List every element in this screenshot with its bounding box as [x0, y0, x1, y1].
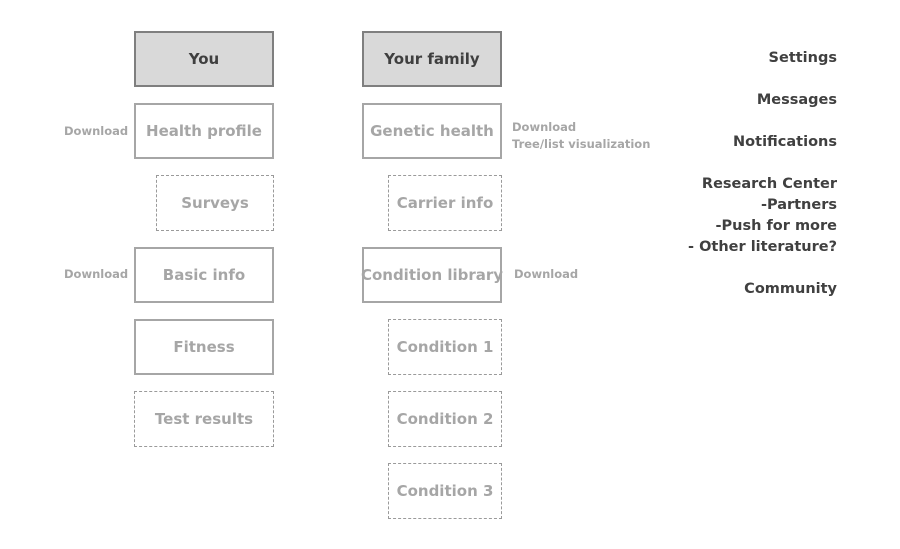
nav-research-partners[interactable]: -Partners	[760, 197, 837, 213]
carrier-info-box[interactable]: Carrier info	[388, 175, 502, 231]
nav-research-center-group: Research Center -Partners -Push for more…	[688, 174, 837, 258]
nav-messages[interactable]: Messages	[756, 92, 837, 108]
surveys-box[interactable]: Surveys	[156, 175, 274, 231]
basic-info-box[interactable]: Basic info	[134, 247, 274, 303]
genetic-health-download-link[interactable]: Download	[512, 120, 577, 134]
nav-research-push[interactable]: -Push for more	[715, 218, 838, 234]
you-header[interactable]: You	[134, 31, 274, 87]
health-profile-box[interactable]: Health profile	[134, 103, 274, 159]
nav-community[interactable]: Community	[744, 281, 837, 297]
condition-3-box[interactable]: Condition 3	[388, 463, 502, 519]
health-profile-download-link[interactable]: Download	[64, 124, 129, 138]
fitness-box[interactable]: Fitness	[134, 319, 274, 375]
condition-library-download-link[interactable]: Download	[514, 267, 579, 281]
condition-library-box[interactable]: Condition library	[361, 247, 503, 303]
condition-2-box[interactable]: Condition 2	[388, 391, 502, 447]
nav-research-center[interactable]: Research Center	[701, 176, 837, 192]
nav-notifications[interactable]: Notifications	[733, 134, 837, 150]
genetic-health-visualization-note: Tree/list visualization	[512, 137, 651, 151]
nav-research-literature[interactable]: - Other literature?	[688, 239, 837, 255]
condition-1-box[interactable]: Condition 1	[388, 319, 502, 375]
family-header[interactable]: Your family	[362, 31, 502, 87]
basic-info-download-link[interactable]: Download	[64, 267, 129, 281]
genetic-health-box[interactable]: Genetic health	[362, 103, 502, 159]
test-results-box[interactable]: Test results	[134, 391, 274, 447]
nav-settings[interactable]: Settings	[768, 50, 837, 66]
